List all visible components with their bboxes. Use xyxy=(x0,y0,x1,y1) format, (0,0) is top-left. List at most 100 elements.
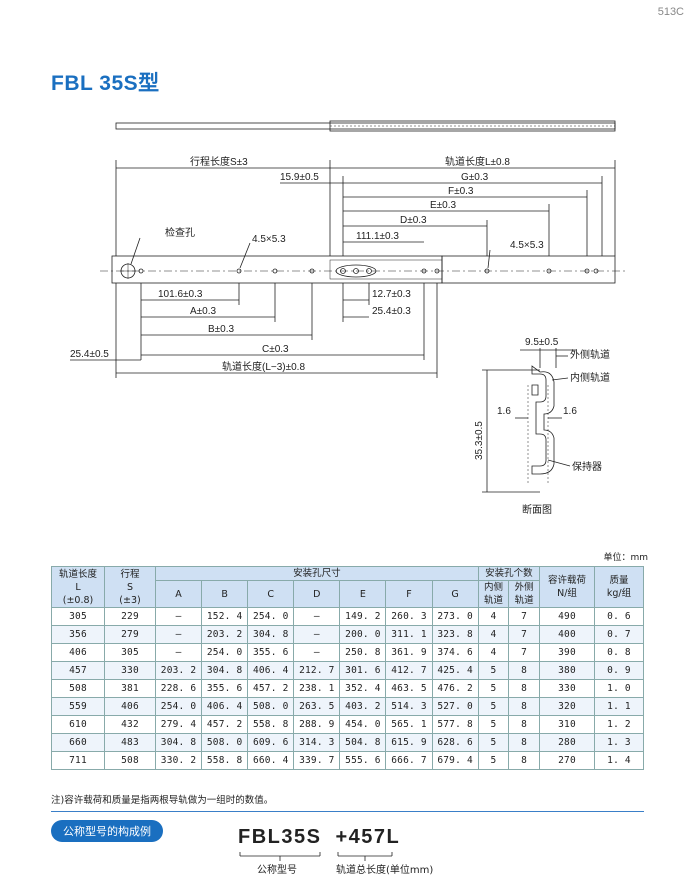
table-cell: 1. 4 xyxy=(594,751,644,770)
table-cell: 390 xyxy=(539,643,595,662)
table-cell: 508. 0 xyxy=(201,733,249,752)
table-cell: 0. 6 xyxy=(594,607,644,626)
table-cell: 279 xyxy=(104,625,156,644)
table-cell: 5 xyxy=(477,751,510,770)
table-cell: 0. 7 xyxy=(594,625,644,644)
table-cell: 305 xyxy=(51,607,105,626)
table-cell: 432 xyxy=(104,715,156,734)
model-code: FBL35S xyxy=(238,826,322,848)
table-cell: 425. 4 xyxy=(431,661,479,680)
table-cell: 4 xyxy=(477,607,510,626)
table-cell: 5 xyxy=(477,733,510,752)
table-cell: 1. 1 xyxy=(594,697,644,716)
dim-25-4-05: 25.4±0.5 xyxy=(70,349,109,360)
table-cell: 1. 3 xyxy=(594,733,644,752)
table-cell: 660. 4 xyxy=(247,751,295,770)
th-f: F xyxy=(385,580,433,608)
table-cell: 412. 7 xyxy=(385,661,433,680)
table-cell: 660 xyxy=(51,733,105,752)
table-cell: 280 xyxy=(539,733,595,752)
table-cell: 254. 0 xyxy=(154,697,203,716)
dim-25-4-03: 25.4±0.3 xyxy=(372,306,411,317)
table-cell: 238. 1 xyxy=(293,679,341,698)
table-cell: 361. 9 xyxy=(385,643,433,662)
th-a: A xyxy=(154,580,203,608)
table-cell: 330. 2 xyxy=(154,751,203,770)
section-label: 断面图 xyxy=(522,503,552,516)
table-cell: — xyxy=(154,643,203,662)
table-cell: 254. 0 xyxy=(201,643,249,662)
table-cell: 301. 6 xyxy=(339,661,387,680)
table-cell: 352. 4 xyxy=(339,679,387,698)
table-cell: 7 xyxy=(508,607,540,626)
table-cell: 279. 4 xyxy=(154,715,203,734)
dimension-drawing: 行程长度S±3 轨道长度L±0.8 15.9±0.5 G±0.3 F±0.3 E… xyxy=(70,120,625,516)
dim-b: B±0.3 xyxy=(208,324,234,335)
table-cell: 228. 6 xyxy=(154,679,203,698)
table-cell: 508 xyxy=(104,751,156,770)
table-cell: 403. 2 xyxy=(339,697,387,716)
table-cell: 679. 4 xyxy=(431,751,479,770)
th-outer: 外侧轨道 xyxy=(508,580,540,608)
model-length: +457L xyxy=(335,826,401,848)
table-cell: 203. 2 xyxy=(201,625,249,644)
table-cell: 615. 9 xyxy=(385,733,433,752)
table-cell: 380 xyxy=(539,661,595,680)
table-cell: — xyxy=(154,625,203,644)
table-cell: 5 xyxy=(477,697,510,716)
table-cell: 8 xyxy=(508,715,540,734)
dim-f: F±0.3 xyxy=(448,186,474,197)
table-cell: 476. 2 xyxy=(431,679,479,698)
dim-111-1: 111.1±0.3 xyxy=(356,231,399,242)
table-cell: 559 xyxy=(51,697,105,716)
table-cell: 628. 6 xyxy=(431,733,479,752)
dim-e: E±0.3 xyxy=(430,200,456,211)
table-cell: 8 xyxy=(508,733,540,752)
dim-1-6-left: 1.6 xyxy=(497,406,511,417)
dim-height: 35.3±0.5 xyxy=(474,421,485,460)
dim-101-6: 101.6±0.3 xyxy=(158,289,203,300)
table-cell: 355. 6 xyxy=(201,679,249,698)
table-cell: 263. 5 xyxy=(293,697,341,716)
th-b: B xyxy=(201,580,249,608)
table-cell: 1. 2 xyxy=(594,715,644,734)
table-cell: 555. 6 xyxy=(339,751,387,770)
unit-label: 单位：mm xyxy=(603,553,648,563)
table-cell: 577. 8 xyxy=(431,715,479,734)
table-cell: 8 xyxy=(508,661,540,680)
table-cell: 374. 6 xyxy=(431,643,479,662)
page-number: 513C xyxy=(657,6,684,18)
table-cell: 504. 8 xyxy=(339,733,387,752)
table-cell: 400 xyxy=(539,625,595,644)
dim-c: C±0.3 xyxy=(262,344,289,355)
table-cell: 254. 0 xyxy=(247,607,295,626)
dim-1-6-right: 1.6 xyxy=(563,406,577,417)
table-note: 注)容许载荷和质量是指两根导轨做为一组时的数值。 xyxy=(51,795,274,806)
inner-rail-label: 内侧轨道 xyxy=(570,371,610,384)
table-cell: 558. 8 xyxy=(201,751,249,770)
th-mount: 安装孔尺寸 xyxy=(155,566,479,581)
dim-g: G±0.3 xyxy=(461,172,489,183)
table-cell: 288. 9 xyxy=(293,715,341,734)
table-cell: — xyxy=(154,607,203,626)
retainer-label: 保持器 xyxy=(572,460,602,473)
th-inner: 内侧轨道 xyxy=(477,580,510,608)
table-cell: 457. 2 xyxy=(201,715,249,734)
table-cell: 514. 3 xyxy=(385,697,433,716)
dim-9-5: 9.5±0.5 xyxy=(525,337,559,348)
th-e: E xyxy=(339,580,387,608)
dim-12-7: 12.7±0.3 xyxy=(372,289,411,300)
table-cell: 323. 8 xyxy=(431,625,479,644)
table-cell: 381 xyxy=(104,679,156,698)
table-cell: 330 xyxy=(104,661,156,680)
table-cell: 0. 8 xyxy=(594,643,644,662)
table-cell: 4 xyxy=(477,643,510,662)
table-cell: 666. 7 xyxy=(385,751,433,770)
table-cell: 508 xyxy=(51,679,105,698)
dim-rail-length: 轨道长度L±0.8 xyxy=(445,155,510,168)
table-cell: 320 xyxy=(539,697,595,716)
table-cell: 565. 1 xyxy=(385,715,433,734)
